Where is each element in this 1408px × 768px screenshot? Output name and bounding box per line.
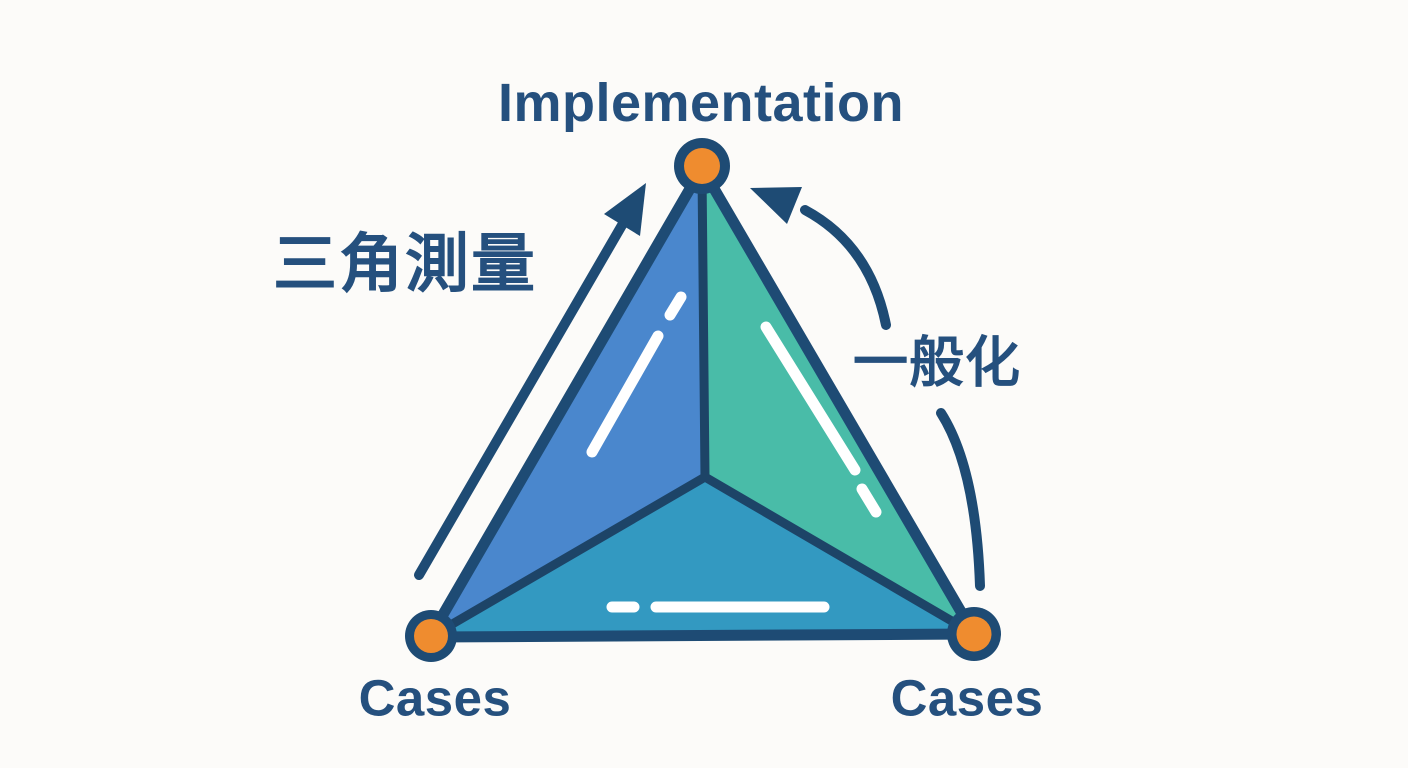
generalization-arrow: [750, 187, 985, 591]
vertex-dots: [405, 138, 1001, 662]
vertex-dot-top: [674, 138, 730, 194]
annotation-generalization: 一般化: [852, 331, 1022, 394]
generalization-arrowhead-icon: [750, 187, 802, 224]
vertex-label-cases-right: Cases: [890, 669, 1044, 727]
generalization-arrow-lower: [936, 408, 985, 591]
triangle-inner-lines: [425, 167, 979, 642]
vertex-dot-bottom-right: [947, 607, 1001, 661]
triangle-region-bottom: [430, 477, 974, 637]
triangle-outline: [424, 162, 980, 643]
triangulation-arrow-shaft: [414, 215, 630, 580]
triangulation-arrow: [414, 183, 646, 580]
vertex-dot-bottom-left: [405, 610, 457, 662]
highlight-dash-right: [760, 321, 882, 518]
triangulation-arrowhead-icon: [604, 183, 646, 236]
highlight-dashes: [586, 291, 882, 613]
generalization-arrow-upper: [800, 205, 891, 330]
vertex-label-implementation: Implementation: [497, 73, 905, 133]
vertex-label-cases-left: Cases: [358, 669, 512, 727]
highlight-dash-left: [586, 291, 687, 458]
annotation-triangulation: 三角測量: [273, 228, 537, 300]
